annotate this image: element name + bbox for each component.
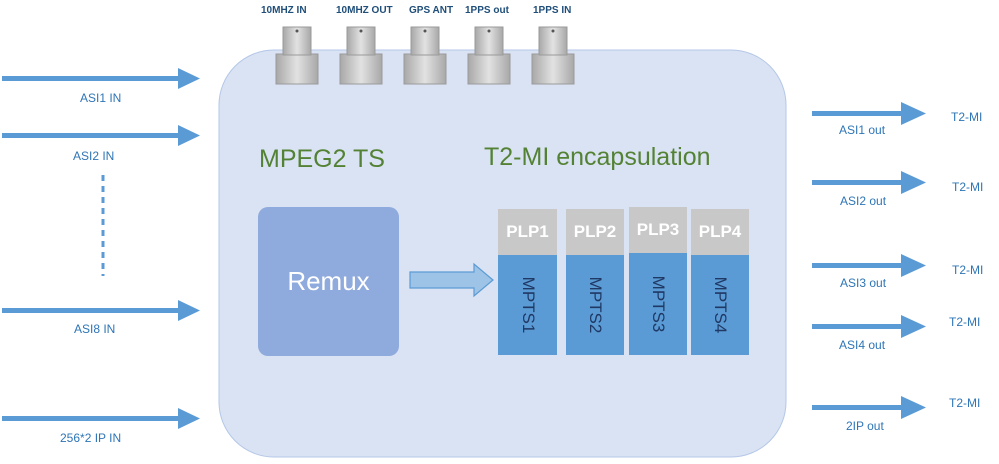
connector-10mhz-out — [339, 26, 383, 85]
input-arrow-asi1 — [2, 68, 200, 89]
output-arrow-asi1 — [812, 102, 926, 125]
plp-column-2: PLP2 MPTS2 — [566, 209, 624, 355]
input-label-ip: 256*2 IP IN — [60, 431, 122, 445]
mpts-label: MPTS1 — [518, 276, 538, 334]
input-label-asi2: ASI2 IN — [73, 149, 115, 163]
output-label-asi4: ASI4 out — [839, 338, 886, 352]
plp-stream-block: MPTS3 — [629, 253, 687, 355]
plp-label: PLP4 — [691, 209, 749, 255]
connector-label-10mhz-out: 10MHZ OUT — [336, 5, 393, 16]
plp-column-1: PLP1 MPTS1 — [498, 209, 557, 355]
input-arrow-asi8 — [2, 300, 200, 321]
output-label-asi1: ASI1 out — [839, 123, 886, 137]
output-arrow-asi2 — [812, 171, 926, 194]
plp-column-4: PLP4 MPTS4 — [691, 209, 749, 355]
plp-stream-block: MPTS1 — [498, 255, 557, 355]
remux-block: Remux — [258, 207, 399, 356]
output-arrow-asi3 — [812, 254, 926, 277]
connector-label-10mhz-in: 10MHZ IN — [261, 5, 307, 16]
connector-label-1pps-in: 1PPS IN — [533, 5, 572, 16]
output-format-ip: T2-MI — [949, 396, 981, 410]
mpeg2-ts-title: MPEG2 TS — [259, 145, 385, 173]
plp-stream-block: MPTS2 — [566, 255, 624, 355]
output-arrow-ip — [812, 396, 926, 419]
output-format-asi2: T2-MI — [952, 180, 984, 194]
t2mi-encapsulation-title: T2-MI encapsulation — [484, 143, 711, 171]
remux-to-t2mi-arrow — [409, 262, 494, 298]
connector-1pps-out — [467, 26, 511, 85]
plp-stream-block: MPTS4 — [691, 255, 749, 355]
plp-label: PLP1 — [498, 209, 557, 255]
output-label-asi3: ASI3 out — [840, 276, 887, 290]
output-arrow-asi4 — [812, 315, 926, 338]
mpts-label: MPTS4 — [711, 276, 730, 334]
plp-label: PLP2 — [566, 209, 624, 255]
output-label-asi2: ASI2 out — [840, 194, 887, 208]
input-label-asi8: ASI8 IN — [74, 322, 116, 336]
output-format-asi1: T2-MI — [951, 110, 983, 124]
output-format-asi4: T2-MI — [949, 315, 981, 329]
connector-label-gps-ant: GPS ANT — [409, 5, 454, 16]
plp-column-3: PLP3 MPTS3 — [629, 207, 687, 355]
connector-gps-ant — [403, 26, 447, 85]
output-format-asi3: T2-MI — [952, 263, 984, 277]
remux-label: Remux — [287, 266, 370, 296]
connector-10mhz-in — [275, 26, 319, 85]
mpts-label: MPTS3 — [649, 275, 668, 333]
input-label-asi1: ASI1 IN — [80, 91, 122, 105]
input-arrow-ip — [2, 408, 200, 429]
output-label-ip: 2IP out — [846, 419, 884, 433]
plp-label: PLP3 — [629, 207, 687, 253]
connector-1pps-in — [531, 26, 575, 85]
mpts-label: MPTS2 — [586, 276, 605, 334]
connector-label-1pps-out: 1PPS out — [465, 5, 509, 16]
input-arrow-asi2 — [2, 125, 200, 146]
